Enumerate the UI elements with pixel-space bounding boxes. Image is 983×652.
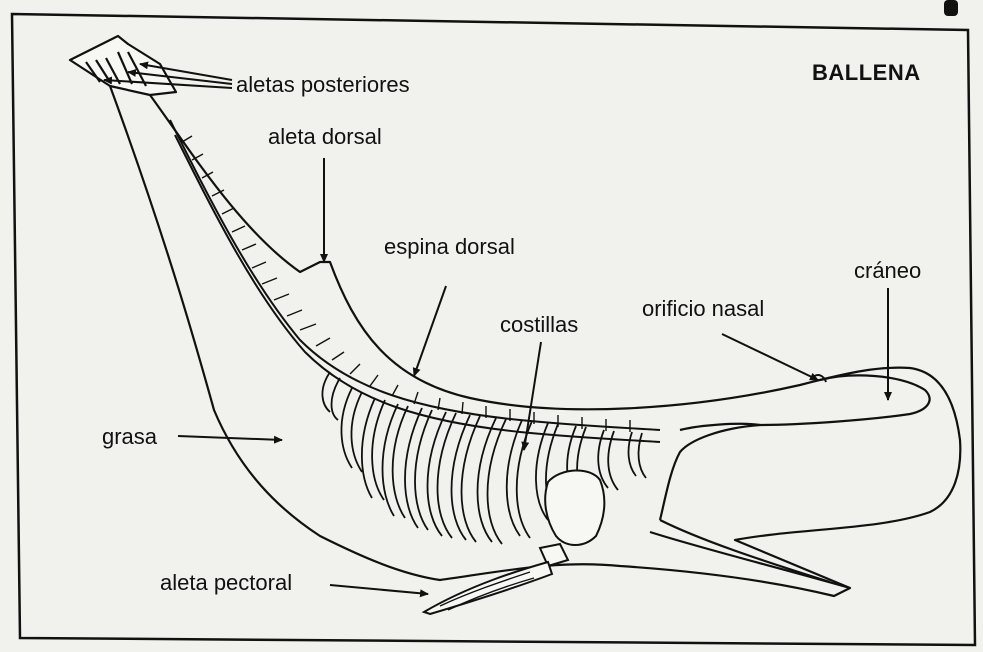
corner-mark	[944, 0, 958, 16]
label-aleta-dorsal: aleta dorsal	[268, 124, 382, 149]
label-grasa: grasa	[102, 424, 158, 449]
label-aletas-posteriores: aletas posteriores	[236, 72, 410, 97]
label-espina-dorsal: espina dorsal	[384, 234, 515, 259]
label-craneo: cráneo	[854, 258, 921, 283]
label-aleta-pectoral: aleta pectoral	[160, 570, 292, 595]
diagram-title: BALLENA	[812, 60, 921, 85]
label-orificio-nasal: orificio nasal	[642, 296, 764, 321]
label-costillas: costillas	[500, 312, 578, 337]
